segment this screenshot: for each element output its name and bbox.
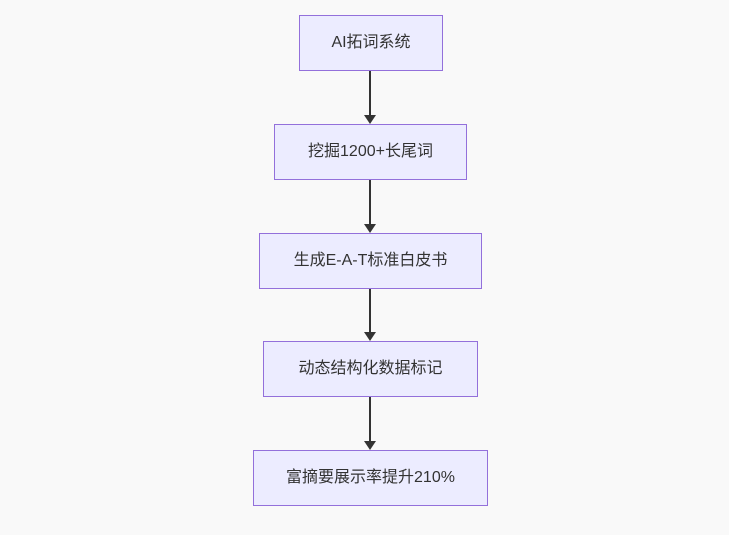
arrowhead-down-icon — [364, 224, 376, 233]
flow-arrow-3 — [364, 289, 376, 341]
arrow-line — [369, 397, 371, 442]
flowchart-node-eat-whitepaper: 生成E-A-T标准白皮书 — [259, 233, 482, 289]
node-label: 生成E-A-T标准白皮书 — [293, 252, 448, 270]
arrowhead-down-icon — [364, 441, 376, 450]
arrowhead-down-icon — [364, 332, 376, 341]
flow-arrow-2 — [364, 180, 376, 233]
flow-arrow-1 — [364, 71, 376, 124]
node-label: 富摘要展示率提升210% — [286, 469, 455, 487]
arrow-line — [369, 71, 371, 116]
node-label: 挖掘1200+长尾词 — [308, 143, 433, 161]
node-label: AI拓词系统 — [331, 34, 411, 52]
arrow-line — [369, 289, 371, 333]
flow-arrow-4 — [364, 397, 376, 450]
flowchart-node-longtail-mining: 挖掘1200+长尾词 — [274, 124, 467, 180]
flowchart-node-structured-data-markup: 动态结构化数据标记 — [263, 341, 478, 397]
arrow-line — [369, 180, 371, 225]
arrowhead-down-icon — [364, 115, 376, 124]
flowchart-node-ai-word-system: AI拓词系统 — [299, 15, 443, 71]
node-label: 动态结构化数据标记 — [298, 360, 443, 378]
flowchart-node-rich-snippet-result: 富摘要展示率提升210% — [253, 450, 488, 506]
